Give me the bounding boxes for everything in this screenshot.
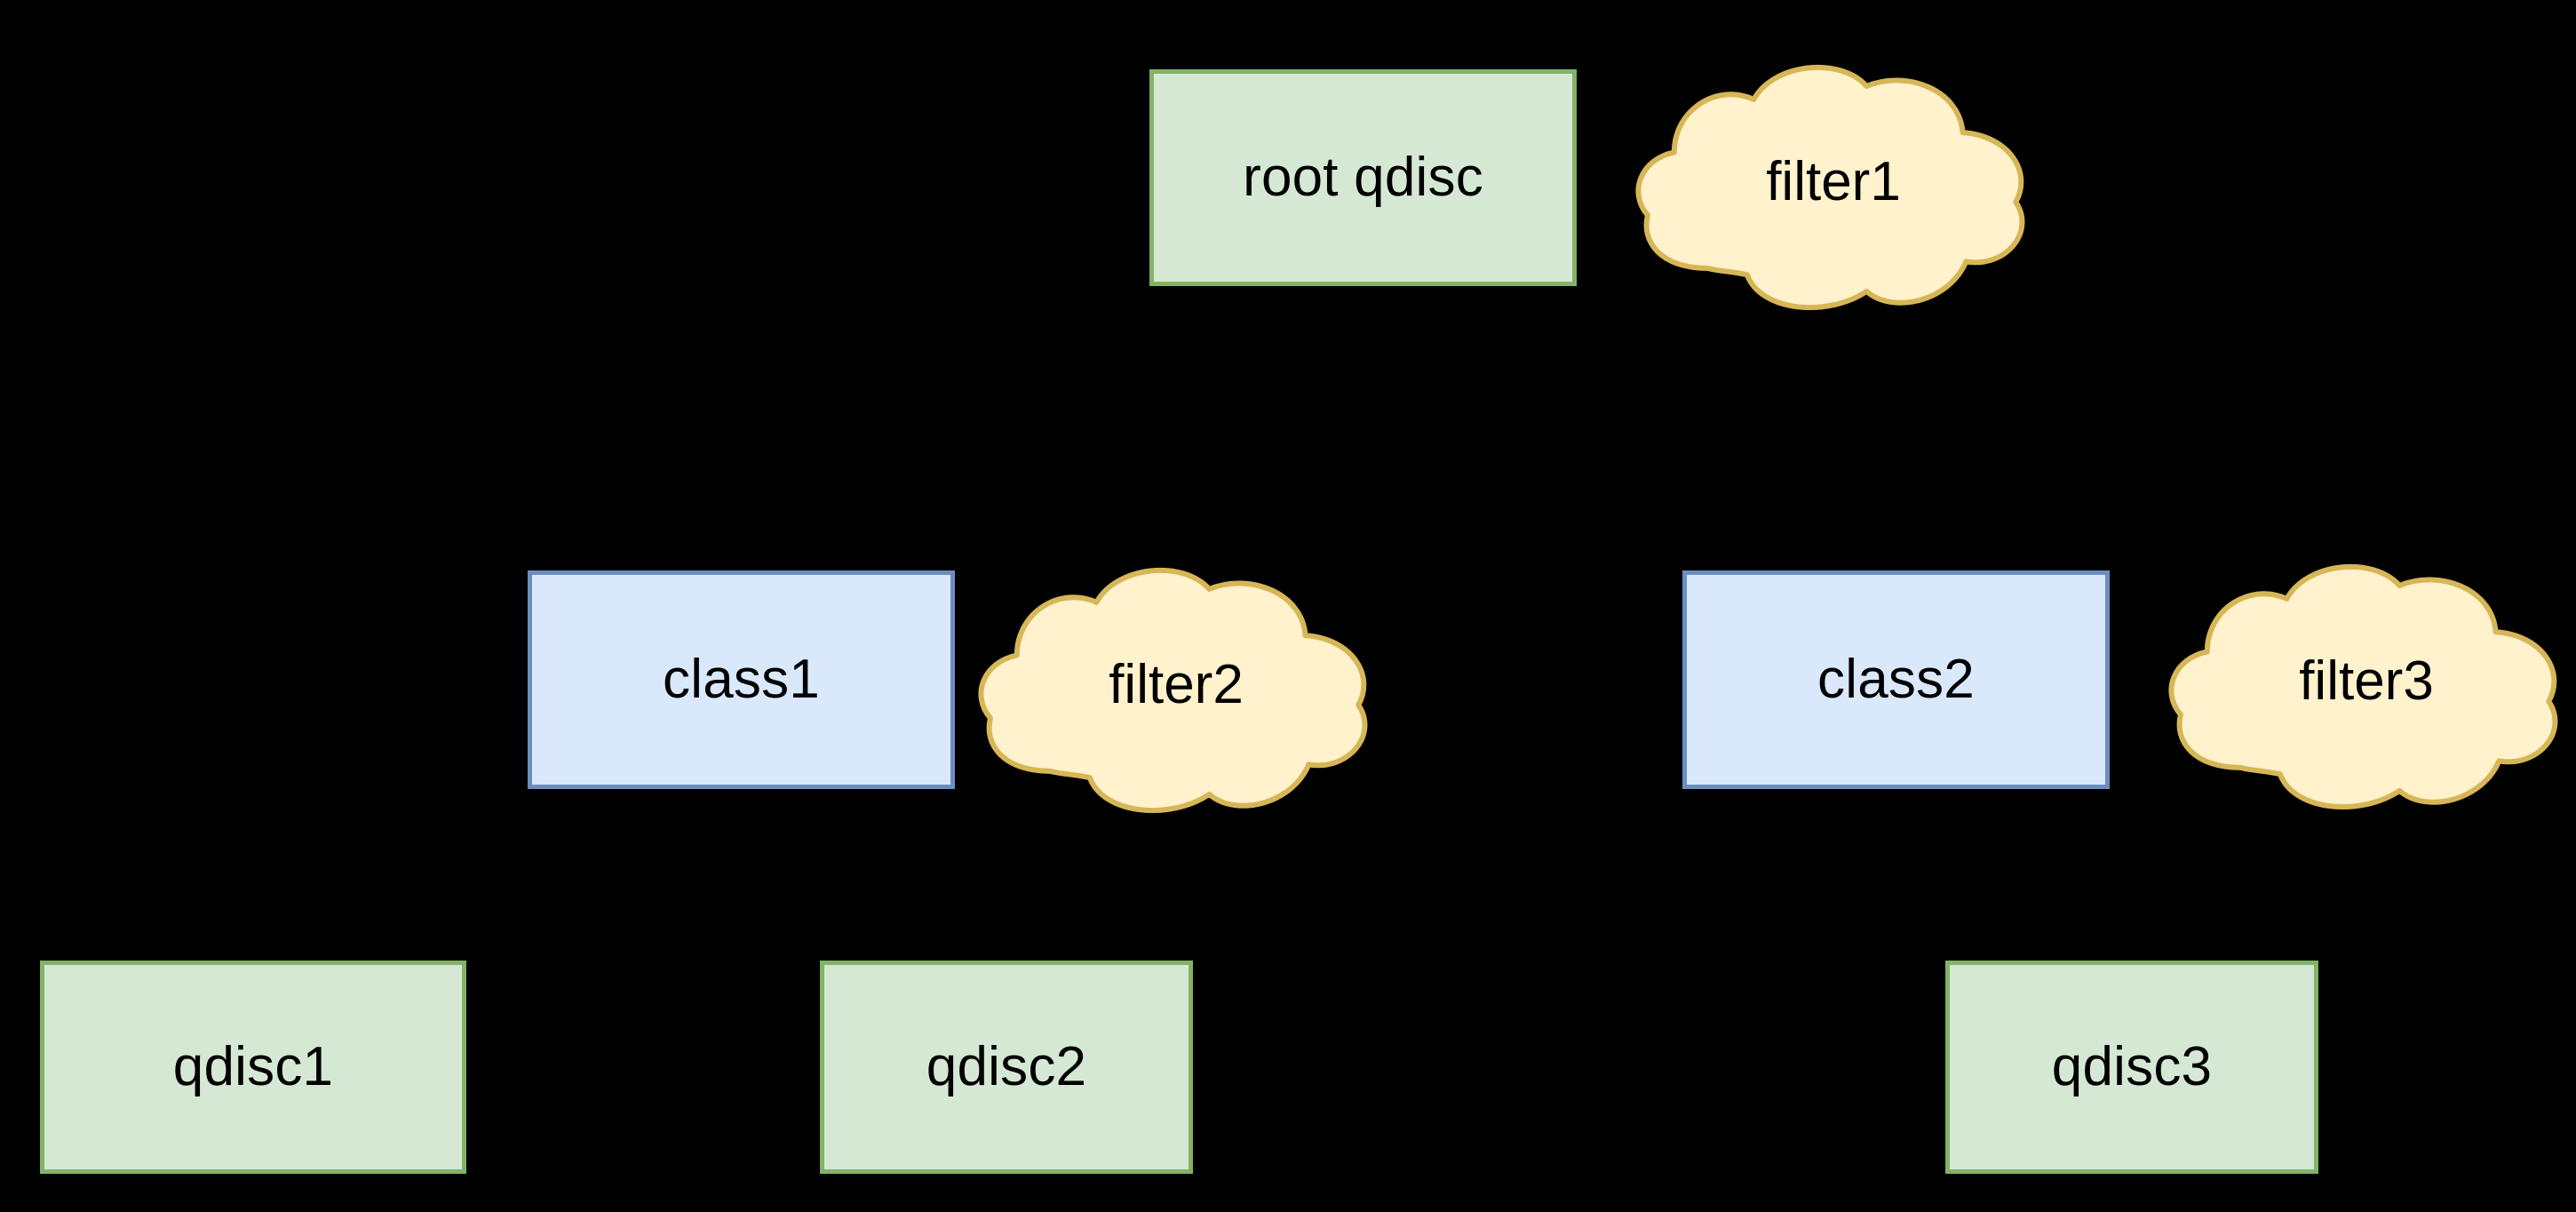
edge-class1-to-qdisc2 bbox=[739, 789, 1029, 969]
node-qdisc2[interactable]: qdisc2 bbox=[820, 961, 1193, 1174]
node-qdisc2-label: qdisc2 bbox=[926, 1035, 1087, 1097]
node-qdisc3[interactable]: qdisc3 bbox=[1945, 961, 2318, 1174]
edge-class1-to-qdisc1 bbox=[231, 789, 744, 969]
node-filter1[interactable]: filter1 bbox=[1634, 50, 2032, 315]
cloud-shape-filter2 bbox=[978, 568, 1368, 813]
node-class1-label: class1 bbox=[663, 648, 820, 710]
cloud-shape-filter3 bbox=[2168, 564, 2558, 809]
edge-root-qdisc-to-class2 bbox=[1360, 286, 1918, 579]
node-class2[interactable]: class2 bbox=[1682, 570, 2110, 789]
node-qdisc1-label: qdisc1 bbox=[172, 1035, 334, 1097]
node-filter2[interactable]: filter2 bbox=[977, 553, 1375, 817]
node-class2-label: class2 bbox=[1817, 648, 1975, 710]
node-qdisc3-label: qdisc3 bbox=[2051, 1035, 2213, 1097]
edge-class2-to-qdisc3 bbox=[1893, 789, 2154, 969]
node-filter3[interactable]: filter3 bbox=[2167, 549, 2565, 814]
edge-root-qdisc-to-class1 bbox=[720, 286, 1365, 579]
node-root-qdisc[interactable]: root qdisc bbox=[1149, 69, 1577, 286]
cloud-shape-filter1 bbox=[1635, 65, 2025, 310]
node-class1[interactable]: class1 bbox=[528, 570, 955, 789]
node-qdisc1[interactable]: qdisc1 bbox=[40, 961, 466, 1174]
node-root-qdisc-label: root qdisc bbox=[1243, 146, 1483, 208]
